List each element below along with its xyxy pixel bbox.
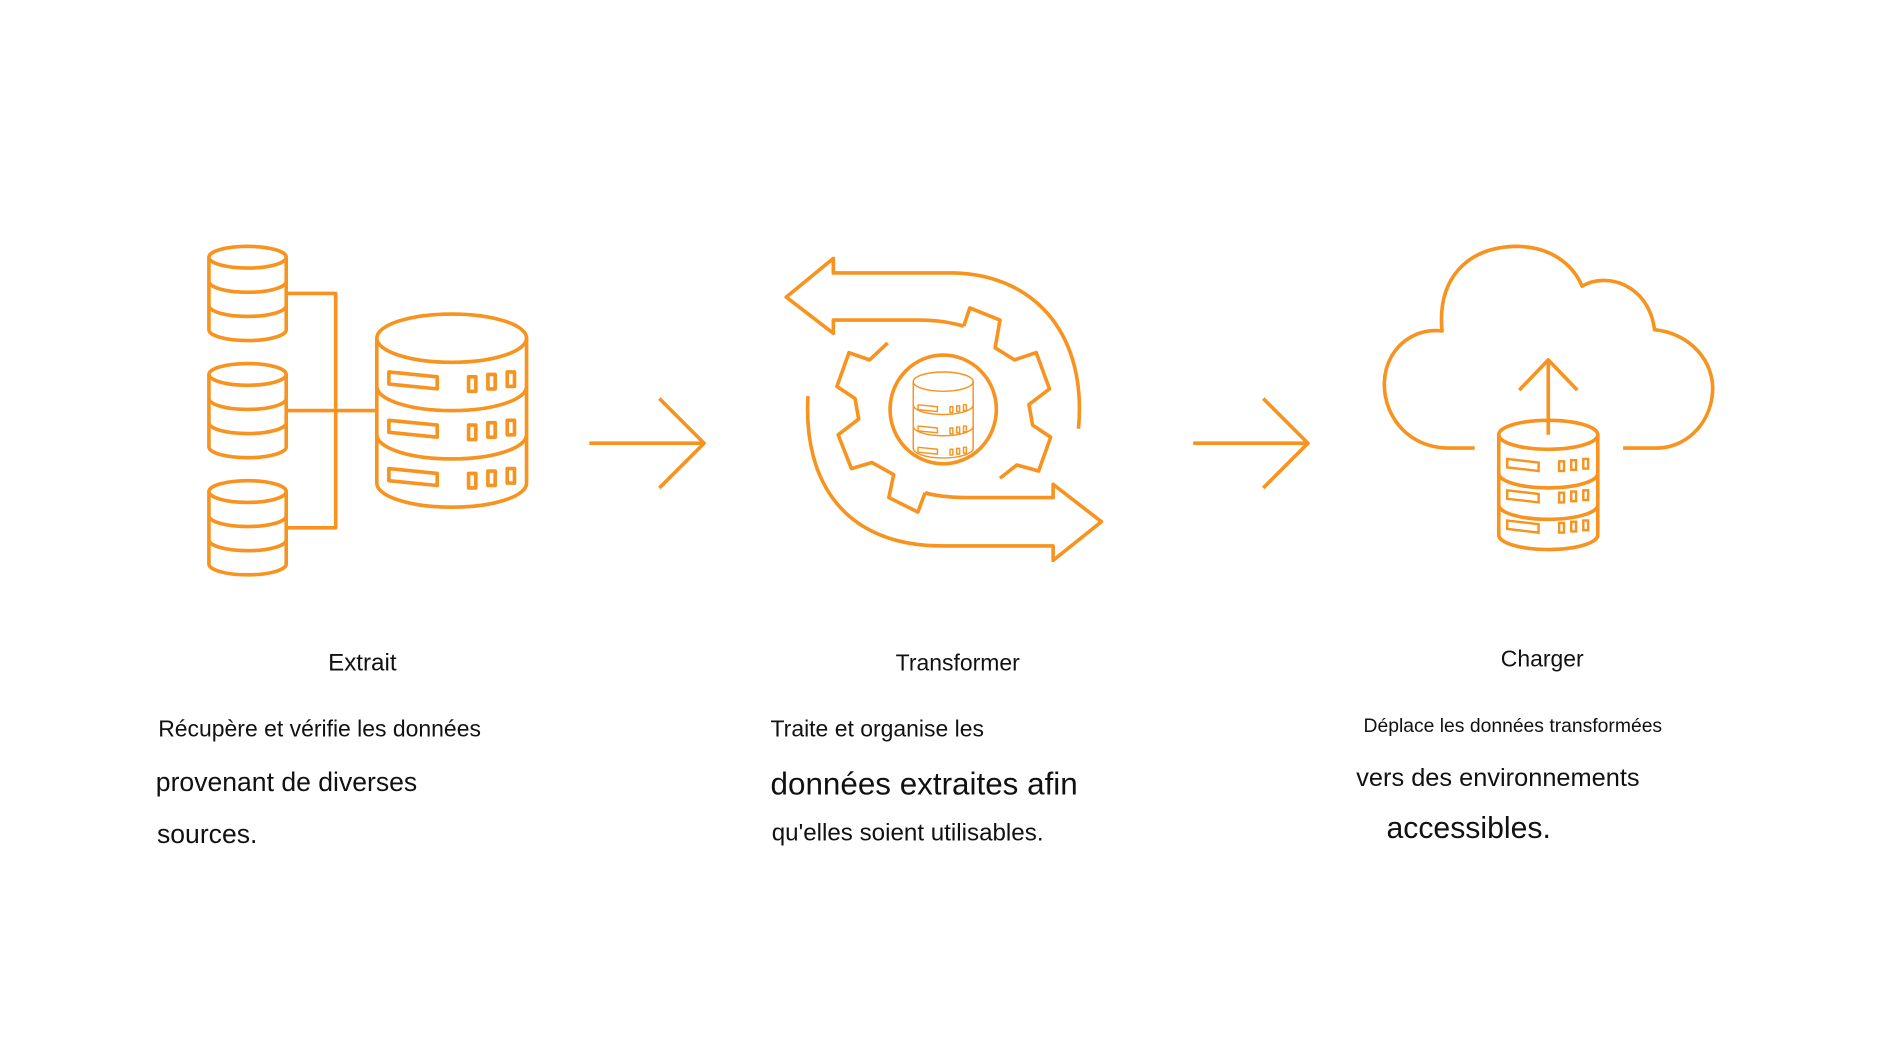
step-description-line: sources.	[157, 818, 258, 850]
step-description-line: données extraites afin	[770, 765, 1078, 802]
step-description-line: vers des environnements	[1356, 764, 1640, 793]
gear-cycle-database-icon	[784, 256, 1104, 563]
step-description-line: Déplace les données transformées	[1363, 716, 1663, 737]
database-merge-icon	[207, 244, 529, 577]
step-title-load: Charger	[1500, 647, 1584, 673]
arrow-right-icon	[589, 397, 706, 490]
step-description-line: Récupère et vérifie les données	[158, 717, 481, 743]
step-description-line: accessibles.	[1386, 811, 1551, 846]
step-description-line: qu'elles soient utilisables.	[771, 820, 1044, 847]
step-description-line: provenant de diverses	[155, 766, 418, 798]
step-description-line: Traite et organise les	[770, 717, 984, 743]
cloud-upload-database-icon	[1382, 244, 1715, 552]
step-title-transform: Transformer	[895, 650, 1020, 677]
step-title-extract: Extrait	[328, 649, 397, 677]
arrow-right-icon	[1193, 397, 1310, 490]
